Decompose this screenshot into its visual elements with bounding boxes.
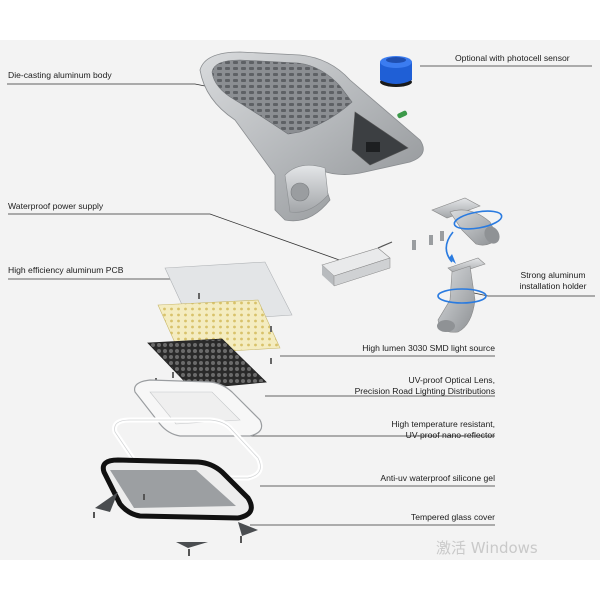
- photocell-sensor: [380, 56, 412, 119]
- die-cast-body: [199, 51, 424, 222]
- label-tempered-glass: Tempered glass cover: [410, 512, 495, 522]
- label-lens-line1: UV-proof Optical Lens,: [408, 375, 495, 385]
- label-lens-line2: Precision Road Lighting Distributions: [354, 386, 495, 396]
- label-reflector-line1: High temperature resistant,: [391, 419, 495, 429]
- nano-reflector: [133, 379, 263, 437]
- label-aluminum-pcb: High efficiency aluminum PCB: [8, 265, 124, 275]
- leader-lines: [7, 65, 595, 526]
- label-installation-holder: Strong aluminum installation holder: [506, 270, 600, 292]
- label-holder-line2: installation holder: [519, 281, 587, 291]
- label-nano-reflector: High temperature resistant, UV-proof nan…: [391, 419, 495, 441]
- label-reflector-line2: UV-proof nano-reflector: [405, 430, 495, 440]
- power-supply: [321, 241, 393, 287]
- fasteners: [93, 492, 258, 556]
- label-optical-lens: UV-proof Optical Lens, Precision Road Li…: [355, 375, 495, 397]
- label-silicone-gel: Anti-uv waterproof silicone gel: [380, 473, 495, 483]
- label-die-casting-body: Die-casting aluminum body: [8, 70, 112, 80]
- label-holder-line1: Strong aluminum: [520, 270, 586, 280]
- activation-watermark: 激活 Windows: [436, 539, 538, 557]
- label-power-supply: Waterproof power supply: [8, 201, 104, 211]
- tempered-glass: [100, 457, 254, 521]
- label-smd-light-source: High lumen 3030 SMD light source: [362, 343, 495, 353]
- installation-holder: [412, 197, 503, 333]
- label-photocell-sensor: Optional with photocell sensor: [455, 53, 570, 63]
